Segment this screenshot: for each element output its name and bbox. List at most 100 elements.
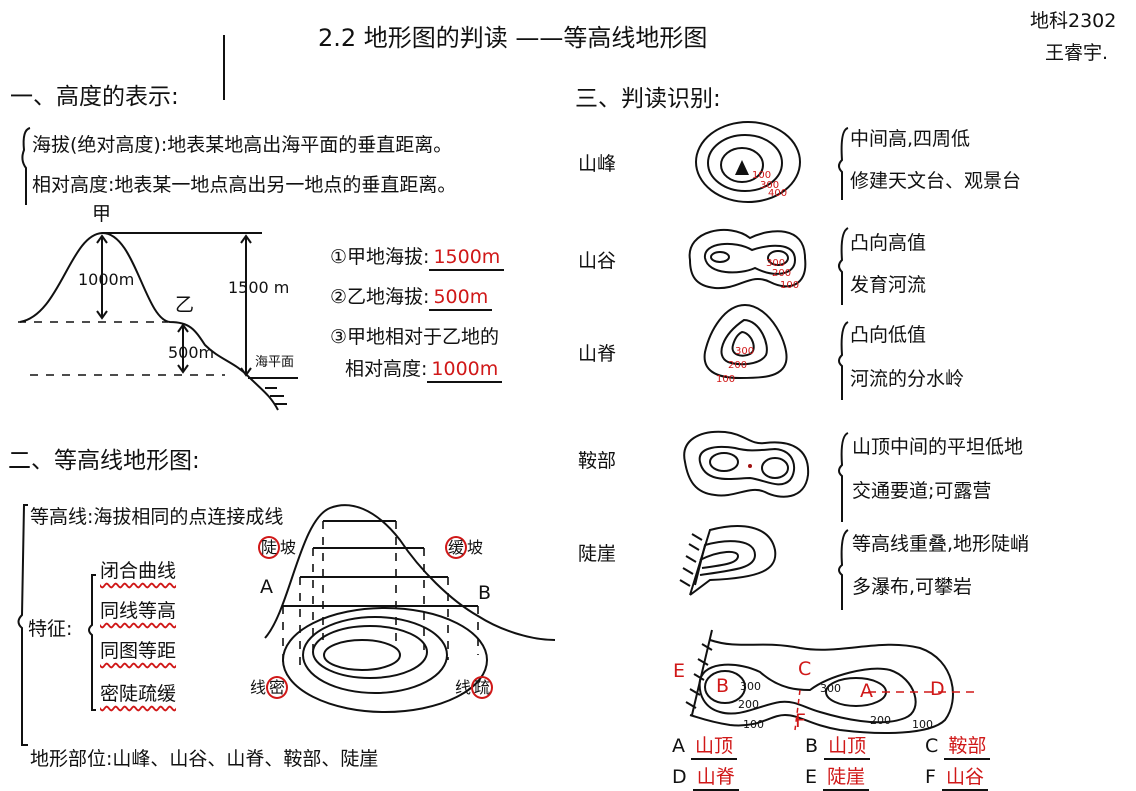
question-2-text: ②乙地海拔: [330, 286, 430, 308]
ridge-note: 凸向低值 [850, 324, 927, 346]
question-1: ①甲地海拔:1500m [330, 246, 505, 271]
question-3-answer: 1000m [427, 358, 503, 383]
ridge-note: 河流的分水岭 [850, 368, 965, 390]
contour-label: 200 [870, 714, 891, 727]
brace-section2 [17, 504, 28, 746]
label-point-a: A [260, 576, 273, 598]
saddle-note: 交通要道;可露营 [852, 480, 992, 502]
valley-label-200: 200 [772, 268, 791, 279]
feature-item: 闭合曲线 [100, 560, 177, 582]
peak-note: 修建天文台、观景台 [850, 170, 1022, 192]
brace-cliff [838, 529, 849, 610]
mountain-profile [264, 504, 556, 641]
answer-letter: A [672, 735, 685, 757]
label-jia: 甲 [92, 203, 112, 225]
question-3: ③甲地相对于乙地的 [330, 326, 500, 348]
dense-prefix: 线 [250, 678, 267, 697]
exercise-cliff-marks [685, 629, 713, 716]
steep-circled: 陡 [258, 536, 281, 559]
definition-relative-height: 相对高度:地表某一地点高出另一地点的垂直距离。 [32, 174, 457, 196]
label-1000m: 1000m [78, 270, 135, 289]
contour-ring-3 [312, 625, 428, 679]
saddle-note: 山顶中间的平坦低地 [852, 436, 1024, 458]
brace-definitions [21, 127, 31, 205]
landform-ridge: 山脊 [578, 343, 617, 365]
brace-valley [838, 227, 849, 305]
label-sparse-lines: 线疏 [455, 676, 494, 699]
saddle-point [748, 464, 752, 468]
valley-contour-diagram: 300 200 100 [688, 228, 807, 291]
features-label: 特征: [28, 618, 73, 640]
map-label-d: D [930, 678, 945, 700]
contour-label: 100 [743, 718, 764, 731]
arrow-heads-500 [177, 323, 189, 374]
contour-definition: 等高线:海拔相同的点连接成线 [30, 506, 284, 528]
peak-triangle-icon [735, 160, 749, 175]
brace-features [88, 574, 96, 711]
question-3-line2: 相对高度:1000m [345, 358, 503, 383]
brace-saddle [838, 432, 849, 522]
landform-valley: 山谷 [578, 250, 617, 272]
gentle-rest: 坡 [467, 538, 484, 557]
map-label-b: B [716, 675, 730, 697]
peak-label-300: 300 [760, 180, 779, 191]
answer-f: F 山谷 [925, 766, 988, 791]
label-yi: 乙 [175, 294, 195, 316]
peak-note: 中间高,四周低 [850, 128, 971, 150]
valley-label-100: 100 [780, 280, 799, 291]
feature-item: 同线等高 [100, 600, 177, 622]
contour-principle-diagram [264, 504, 556, 713]
class-label: 地科2302 [1030, 10, 1117, 32]
exercise-contour-map: 300 200 100 300 200 100 [685, 629, 975, 734]
cliff-hatch-marks [679, 533, 703, 587]
brace-peak [838, 127, 849, 200]
label-point-b: B [478, 582, 492, 604]
page-title: 2.2 地形图的判读 ——等高线地形图 [318, 24, 708, 52]
contour-ring-2 [302, 616, 448, 694]
saddle-contour-diagram [683, 430, 810, 498]
contour-ring-4 [323, 639, 401, 671]
answer-value: 山顶 [824, 735, 871, 760]
label-dense-lines: 线密 [250, 676, 289, 699]
answer-letter: B [805, 735, 819, 757]
map-label-f: F [795, 710, 806, 732]
landform-peak: 山峰 [578, 153, 617, 175]
label-gentle-slope: 缓坡 [445, 536, 484, 559]
map-label-a: A [860, 680, 873, 702]
cliff-contour-diagram [679, 525, 777, 596]
peak-label-100: 100 [752, 170, 771, 181]
contour-ring-1 [282, 607, 488, 713]
arrow-heads-1500 [240, 234, 252, 377]
answer-c: C 鞍部 [925, 735, 991, 760]
valley-note: 凸向高值 [850, 232, 927, 254]
student-name: 王睿宇. [1045, 42, 1109, 64]
peak-contour-diagram: 100 300 400 [695, 121, 801, 203]
answer-value: 山顶 [691, 735, 738, 760]
answer-letter: C [925, 735, 939, 757]
ridge-label-200: 200 [728, 360, 747, 371]
answer-b: B 山顶 [805, 735, 871, 760]
question-1-text: ①甲地海拔: [330, 246, 430, 268]
answer-value: 山脊 [692, 766, 739, 791]
label-1500m: 1500 m [228, 278, 290, 297]
gentle-circled: 缓 [445, 536, 468, 559]
answer-d: D 山脊 [672, 766, 739, 791]
map-label-e: E [673, 660, 686, 682]
contour-label: 100 [912, 718, 933, 731]
valley-note: 发育河流 [850, 274, 927, 296]
definition-absolute-height: 海拔(绝对高度):地表某地高出海平面的垂直距离。 [32, 134, 453, 156]
question-3-text: 相对高度: [345, 358, 428, 380]
landform-saddle: 鞍部 [578, 450, 617, 472]
feature-item: 密陡疏缓 [100, 683, 177, 705]
valley-label-300: 300 [766, 258, 785, 269]
answer-letter: D [672, 766, 687, 788]
cliff-note: 等高线重叠,地形陡峭 [852, 533, 1030, 555]
water-waves [265, 387, 287, 405]
ridge-contour-diagram: 300 200 100 [703, 303, 788, 385]
answer-a: A 山顶 [672, 735, 738, 760]
cliff-note: 多瀑布,可攀岩 [852, 576, 973, 598]
answer-e: E 陡崖 [805, 766, 870, 791]
label-steep-slope: 陡坡 [258, 536, 296, 559]
arrow-heads-1000 [96, 234, 108, 320]
valley-dashed-line [794, 689, 801, 731]
